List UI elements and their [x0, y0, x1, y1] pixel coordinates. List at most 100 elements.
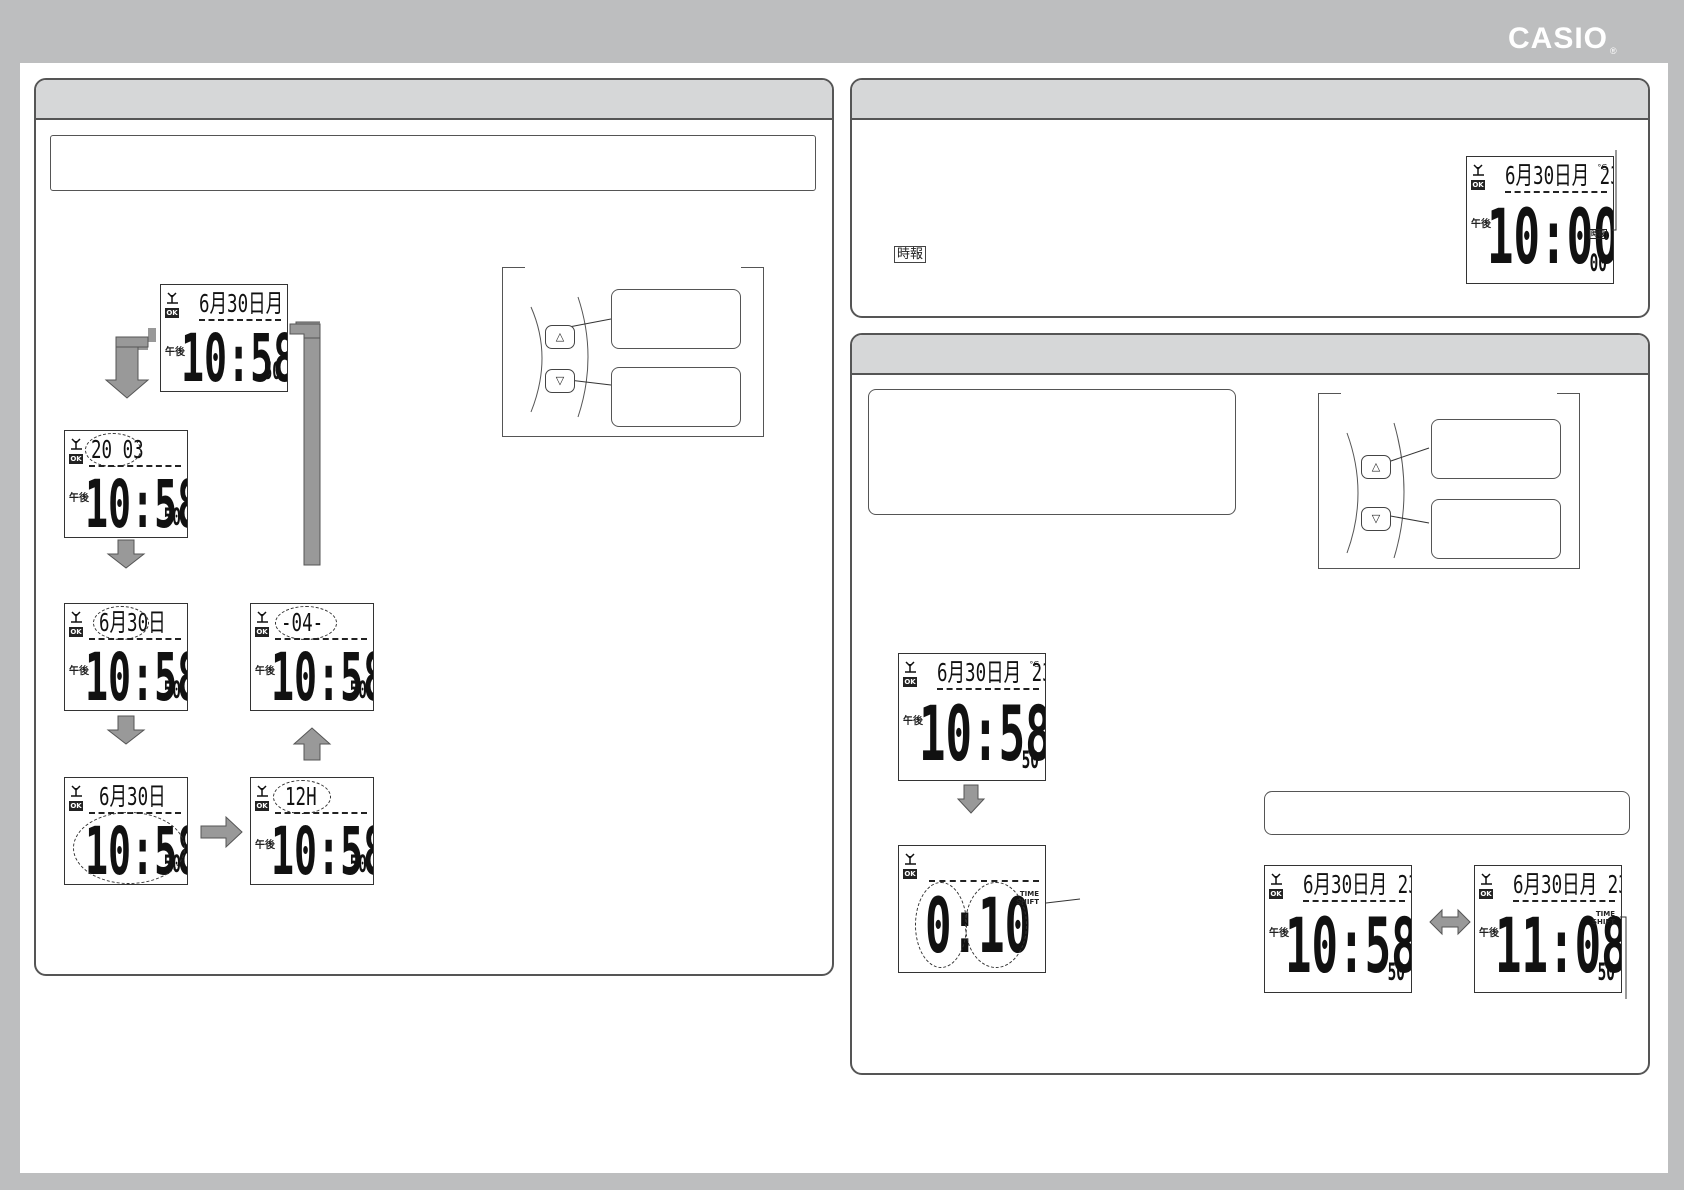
time-readout: 10:58	[85, 466, 187, 538]
leader-line	[1620, 916, 1627, 999]
date-temp: 6月30日月 23.5	[1513, 870, 1621, 899]
pm-indicator: 午後	[255, 840, 275, 851]
pm-indicator: 午後	[69, 493, 89, 504]
antenna-icon	[1473, 164, 1484, 176]
chime-icon-note: 時報	[894, 246, 927, 263]
seconds-readout: 50	[1021, 746, 1039, 774]
panel-header	[36, 80, 832, 120]
button-diagram: △ ▽	[502, 267, 764, 437]
ok-badge: OK	[255, 801, 269, 811]
segment-line	[275, 812, 367, 814]
pm-indicator: 午後	[1479, 928, 1499, 939]
time-readout: 10:00	[1487, 192, 1614, 281]
date-temp: 6月30日月 23.5	[937, 658, 1045, 687]
antenna-icon	[257, 611, 268, 623]
flash-indicator	[915, 882, 967, 968]
pm-indicator: 午後	[255, 666, 275, 677]
lcd-normal: OK 6月30日月 23.5 °C 午後 10:58 50	[898, 653, 1046, 781]
flash-indicator	[965, 882, 1027, 968]
seconds-readout: 50	[263, 357, 281, 385]
seconds-readout: 50	[163, 850, 181, 878]
time-shift-panel: △ ▽ OK 6月30日月 23.5 °C 午後 10:58 50 OK 0:1…	[850, 333, 1650, 1075]
panel-header	[852, 335, 1648, 375]
antenna-icon	[1271, 873, 1282, 885]
casio-logo: CASIO®	[1508, 22, 1618, 56]
time-readout: 10:58	[271, 639, 373, 711]
date-temp: 6月30日月 23.5	[1303, 870, 1411, 899]
time-readout: 10:58	[85, 639, 187, 711]
ok-badge: OK	[903, 677, 917, 687]
time-readout: 11:08	[1495, 901, 1622, 990]
case-curve	[1346, 422, 1430, 559]
antenna-icon	[905, 661, 916, 673]
settings-panel: △ ▽ OK 6月30日月 23.5 午後 10:58 50 OK 20 03 …	[34, 78, 834, 976]
lcd-offset-set: OK -04- 午後 10:58 50	[250, 603, 374, 711]
toggle-arrow	[1429, 908, 1471, 936]
time-shift-indicator: TIME SHIFT	[1015, 890, 1039, 906]
leader-line	[1046, 898, 1081, 904]
flash-indicator	[73, 812, 185, 884]
seconds-readout: 50	[163, 503, 181, 531]
ok-badge: OK	[1479, 889, 1493, 899]
ok-badge: OK	[1471, 180, 1485, 190]
lcd-chime: OK 6月30日月 23.5 °C 午後 10:00 時報 00	[1466, 156, 1614, 284]
segment-line	[1505, 191, 1607, 193]
segment-line	[1513, 900, 1615, 902]
lcd-after-shift: OK 6月30日月 23.5 午後 11:08 TIME SHIFT 50	[1474, 865, 1622, 993]
pm-indicator: 午後	[165, 347, 185, 358]
pm-indicator: 午後	[903, 716, 923, 727]
ok-badge: OK	[69, 454, 83, 464]
lcd-time-shift-set: OK 0:10 TIME SHIFT	[898, 845, 1046, 973]
ok-badge: OK	[165, 308, 179, 318]
panel-header	[852, 80, 1648, 120]
down-arrow	[956, 784, 986, 814]
seconds-readout: 00	[1589, 249, 1607, 277]
lcd-year-set: OK 20 03 午後 10:58 50	[64, 430, 188, 538]
ok-badge: OK	[69, 801, 83, 811]
down-button[interactable]: ▽	[1361, 507, 1391, 531]
segment-line	[937, 688, 1039, 690]
lcd-before-shift: OK 6月30日月 23.5 午後 10:58 50	[1264, 865, 1412, 993]
time-readout: 10:58	[919, 689, 1046, 778]
pm-indicator: 午後	[1269, 928, 1289, 939]
pm-indicator: 午後	[69, 666, 89, 677]
temp-unit: °C	[1597, 163, 1607, 172]
segment-line	[89, 638, 181, 640]
instruction-box	[868, 389, 1236, 515]
chime-indicator: 時報	[1589, 229, 1607, 239]
date-temp: 6月30日月 23.5	[1505, 161, 1613, 190]
date-temp: 6月30日月 23.5	[199, 289, 287, 318]
seconds-readout: 50	[349, 850, 367, 878]
chime-panel: 時報 OK 6月30日月 23.5 °C 午後 10:00 時報 00	[850, 78, 1650, 318]
antenna-icon	[167, 292, 178, 304]
time-readout: 10:58	[271, 813, 373, 885]
antenna-icon	[71, 785, 82, 797]
temp-unit: °C	[1029, 660, 1039, 669]
ok-badge: OK	[1269, 889, 1283, 899]
down-callout	[611, 367, 741, 427]
note-box	[1264, 791, 1630, 835]
time-readout: 10:58	[181, 320, 288, 392]
case-curve	[530, 296, 612, 418]
down-button[interactable]: ▽	[545, 369, 575, 393]
ok-badge: OK	[255, 627, 269, 637]
segment-line	[275, 638, 367, 640]
antenna-icon	[1481, 873, 1492, 885]
seconds-readout: 50	[163, 676, 181, 704]
seconds-readout: 50	[1387, 958, 1405, 986]
lcd-time-set: OK 6月30日 10:58 50	[64, 777, 188, 885]
flow-arrows	[104, 321, 332, 849]
ok-badge: OK	[903, 869, 917, 879]
lcd-hour-mode: OK 12H 午後 10:58 50	[250, 777, 374, 885]
antenna-icon	[257, 785, 268, 797]
segment-line	[1303, 900, 1405, 902]
up-button[interactable]: △	[1361, 455, 1391, 479]
up-button[interactable]: △	[545, 325, 575, 349]
instruction-box	[50, 135, 816, 191]
seconds-readout: 50	[1597, 958, 1615, 986]
up-callout	[1431, 419, 1561, 479]
antenna-icon	[905, 853, 916, 865]
date-readout: 6月30日	[99, 782, 166, 811]
segment-line	[89, 465, 181, 467]
button-diagram: △ ▽	[1318, 393, 1580, 569]
